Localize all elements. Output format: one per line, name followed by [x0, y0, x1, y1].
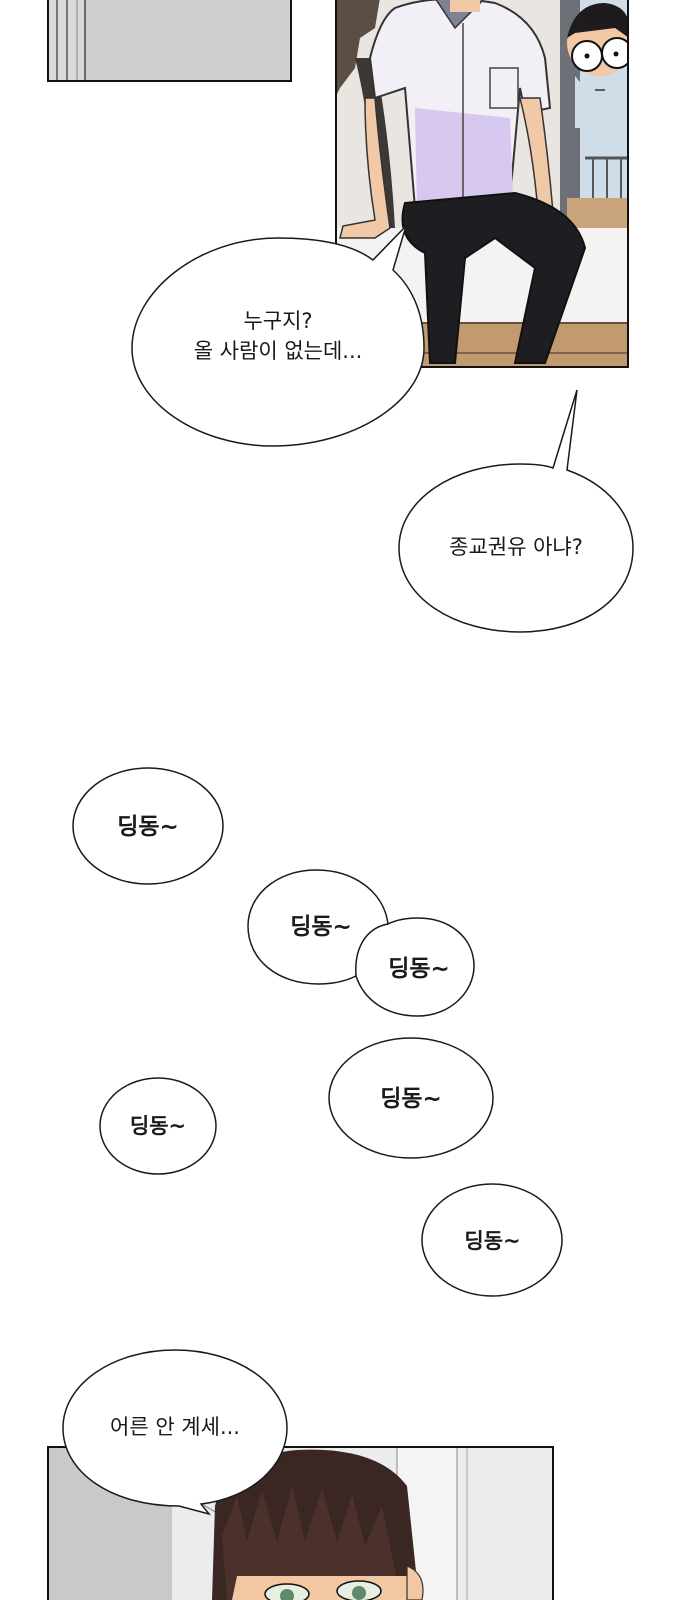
- ding-4-text: 딩동~: [129, 1114, 187, 1138]
- ding-6-shape: [421, 1183, 563, 1297]
- sfx-bubble-ding-4: 딩동~: [98, 1076, 218, 1176]
- room-scene-art: [335, 0, 629, 368]
- ding-6-text: 딩동~: [464, 1229, 521, 1253]
- speech-bubble-religion: 종교권유 아냐?: [395, 388, 637, 636]
- ding-2-3-shape: [247, 869, 475, 1017]
- ding-1-shape: [72, 767, 224, 885]
- panel-top-left: [47, 0, 292, 82]
- panel-top-left-art: [47, 0, 292, 82]
- bubble-who-line2: 올 사람이 없는데...: [193, 339, 363, 363]
- sfx-bubble-ding-2-3: 딩동~ 딩동~: [246, 868, 476, 1018]
- speech-bubble-adult: 어른 안 계세...: [59, 1348, 291, 1518]
- ding-5-shape: [328, 1037, 494, 1159]
- ding-5-text: 딩동~: [380, 1086, 442, 1112]
- ding-1-text: 딩동~: [117, 814, 179, 840]
- bubble-adult-text: 어른 안 계세...: [110, 1415, 240, 1439]
- bubble-who-shape: [131, 225, 425, 447]
- bubble-religion-shape: [398, 389, 634, 633]
- sfx-bubble-ding-6: 딩동~: [420, 1182, 565, 1298]
- panel-room-scene: [335, 0, 629, 368]
- bubble-adult-shape: [62, 1349, 288, 1516]
- ding-2-text: 딩동~: [290, 914, 352, 940]
- ding-4-shape: [99, 1077, 217, 1175]
- bubble-who-line1: 누구지?: [243, 309, 313, 333]
- sfx-bubble-ding-5: 딩동~: [327, 1036, 495, 1160]
- speech-bubble-who: 누구지? 올 사람이 없는데...: [128, 210, 428, 450]
- sfx-bubble-ding-1: 딩동~: [71, 766, 225, 886]
- ding-3-text: 딩동~: [388, 956, 450, 982]
- bubble-religion-text: 종교권유 아냐?: [449, 535, 583, 559]
